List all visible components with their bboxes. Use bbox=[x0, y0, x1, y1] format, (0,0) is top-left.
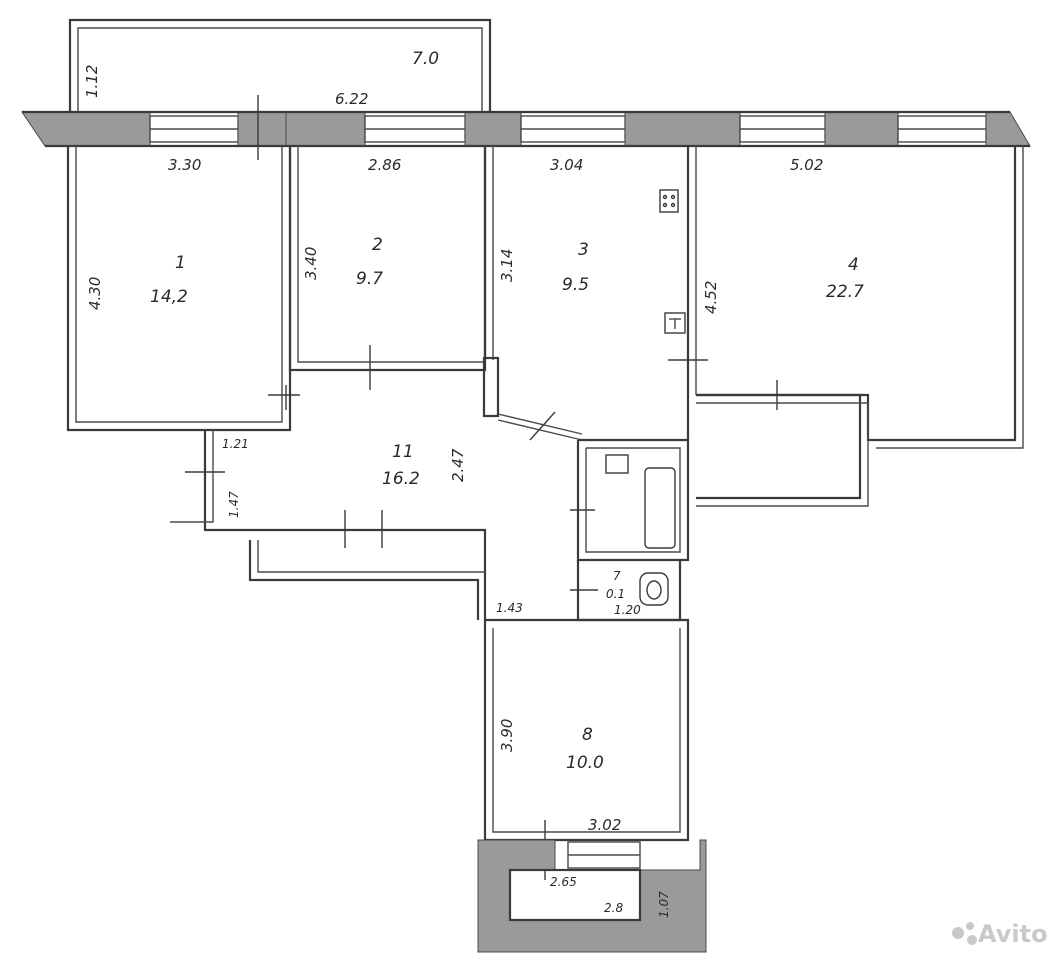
room-8-area: 10.0 bbox=[566, 753, 604, 773]
room-3-number: 3 bbox=[578, 240, 589, 260]
loggia bbox=[477, 839, 707, 953]
dim-loggia-width: 2.65 bbox=[550, 875, 577, 889]
dim-room-8-top: 1.43 bbox=[496, 601, 523, 615]
bathroom bbox=[570, 438, 690, 562]
dim-hall-width: 1.21 bbox=[222, 437, 249, 451]
dim-room-3-depth: 3.14 bbox=[498, 249, 516, 282]
room-2-area: 9.7 bbox=[356, 269, 383, 289]
dim-room-1-width: 3.30 bbox=[168, 156, 201, 174]
room-2-number: 2 bbox=[372, 235, 383, 255]
room-3 bbox=[483, 146, 708, 440]
dim-room-3-width: 3.04 bbox=[550, 156, 583, 174]
dim-room-4-depth: 4.52 bbox=[702, 281, 720, 314]
balcony bbox=[68, 18, 492, 112]
closet bbox=[696, 393, 869, 507]
room-4-area: 22.7 bbox=[826, 282, 864, 302]
bathtub-icon bbox=[644, 467, 676, 549]
room-7-area: 0.1 bbox=[606, 587, 625, 601]
watermark: Avito bbox=[952, 920, 1048, 948]
dim-room-8-width: 3.02 bbox=[588, 816, 621, 834]
dim-room-8-depth: 3.90 bbox=[498, 719, 516, 752]
dim-room-4-width: 5.02 bbox=[790, 156, 823, 174]
room-11-area: 16.2 bbox=[382, 469, 420, 489]
loggia-area: 2.8 bbox=[604, 901, 623, 915]
room-3-area: 9.5 bbox=[562, 275, 589, 295]
room-11-number: 11 bbox=[392, 442, 414, 462]
dim-balcony-depth: 1.12 bbox=[83, 65, 101, 98]
room-7-number: 7 bbox=[613, 569, 621, 583]
room-8-number: 8 bbox=[582, 725, 593, 745]
hallway-11 bbox=[170, 356, 583, 620]
room-1-number: 1 bbox=[175, 253, 186, 273]
balcony-area: 7.0 bbox=[412, 49, 439, 69]
dim-room-1-depth: 4.30 bbox=[86, 277, 104, 310]
room-4-number: 4 bbox=[848, 255, 859, 275]
exterior-wall-top bbox=[21, 110, 1031, 148]
partition bbox=[482, 356, 500, 418]
dim-loggia-depth: 1.07 bbox=[657, 891, 671, 918]
dim-balcony-length: 6.22 bbox=[335, 90, 368, 108]
dim-hall-length: 2.47 bbox=[449, 448, 467, 482]
dim-room-2-width: 2.86 bbox=[368, 156, 401, 174]
dim-toilet-width: 1.20 bbox=[614, 603, 641, 617]
dim-hall-depth: 1.47 bbox=[227, 491, 241, 518]
stove-icon bbox=[659, 189, 679, 213]
washbasin-icon bbox=[605, 454, 629, 474]
dim-room-2-depth: 3.40 bbox=[302, 247, 320, 280]
watermark-text: Avito bbox=[978, 920, 1048, 948]
room-1-area: 14,2 bbox=[150, 287, 188, 307]
